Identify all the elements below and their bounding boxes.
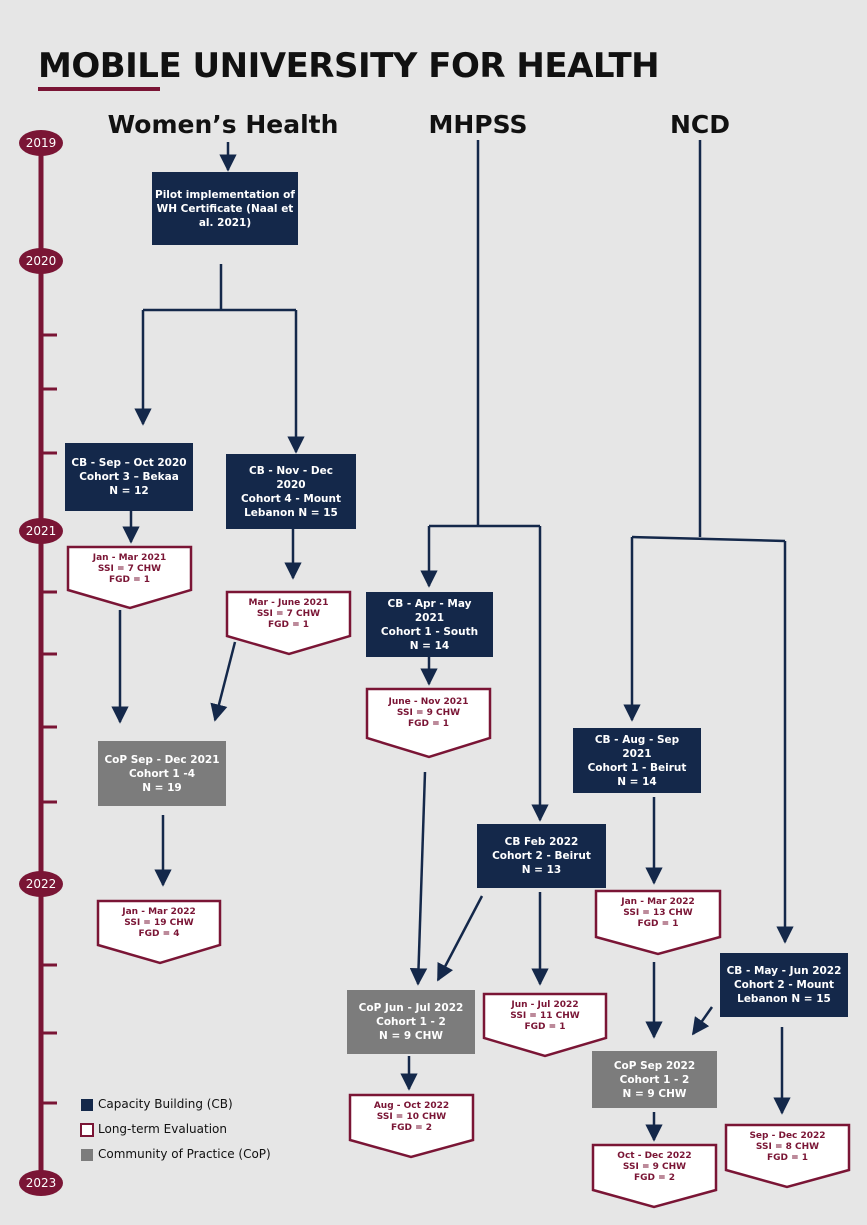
legend-label-cop: Community of Practice (CoP) — [98, 1147, 271, 1161]
year-marker-2022: 2022 — [19, 871, 63, 897]
evaluation-shape — [96, 899, 222, 965]
womens-health-connectors — [111, 142, 305, 887]
column-header-ncd: NCD — [669, 110, 731, 139]
ncd-cop-box: CoP Sep 2022 Cohort 1 - 2 N = 9 CHW — [592, 1051, 717, 1108]
arrow — [409, 771, 428, 986]
legend-swatch-lte — [80, 1123, 94, 1137]
evaluation-shape — [365, 687, 492, 759]
legend-label-lte: Long-term Evaluation — [98, 1122, 227, 1136]
evaluation-shape — [724, 1123, 851, 1189]
year-marker-2020: 2020 — [19, 248, 63, 274]
ncd-eval-cop: Oct - Dec 2022 SSI = 9 CHW FGD = 2 — [617, 1151, 692, 1183]
title-part-1: MOBILE — [38, 46, 182, 86]
column-header-mhpss: MHPSS — [428, 110, 528, 139]
column-header-womens-health: Women’s Health — [107, 110, 339, 139]
evaluation-shapes — [66, 545, 851, 1209]
legend-label-cb: Capacity Building (CB) — [98, 1097, 233, 1111]
wh-cb-cohort-4-box: CB - Nov - Dec 2020 Cohort 4 - Mount Leb… — [226, 454, 356, 529]
legend-swatch-cb — [81, 1099, 93, 1111]
wh-cop-box: CoP Sep - Dec 2021 Cohort 1 -4 N = 19 — [98, 741, 226, 806]
mhpss-cb-cohort-1-box: CB - Apr - May 2021 Cohort 1 - South N =… — [366, 592, 493, 657]
mhpss-connectors — [400, 140, 549, 1091]
arrow — [691, 1006, 714, 1036]
evaluation-shape — [591, 1143, 718, 1209]
wh-cb-cohort-3-box: CB - Sep – Oct 2020 Cohort 3 – Bekaa N =… — [65, 443, 193, 511]
wh-eval-cohort-4: Mar - June 2021 SSI = 7 CHW FGD = 1 — [248, 598, 329, 630]
wh-eval-cop: Jan - Mar 2022 SSI = 19 CHW FGD = 4 — [122, 907, 196, 939]
mhpss-cb-cohort-2-box: CB Feb 2022 Cohort 2 - Beirut N = 13 — [477, 824, 606, 888]
year-marker-2019: 2019 — [19, 130, 63, 156]
arrow — [436, 895, 484, 982]
title-underline — [38, 87, 160, 91]
mhpss-eval-cohort-1: June - Nov 2021 SSI = 9 CHW FGD = 1 — [388, 697, 469, 729]
evaluation-shape — [348, 1093, 475, 1159]
legend-swatch-cop — [81, 1149, 93, 1161]
evaluation-shape — [225, 590, 352, 656]
wh-eval-cohort-3: Jan - Mar 2021 SSI = 7 CHW FGD = 1 — [92, 553, 167, 585]
title-part-2: UNIVERSITY FOR HEALTH — [181, 46, 660, 86]
ncd-cb-cohort-1-box: CB - Aug - Sep 2021 Cohort 1 - Beirut N … — [573, 728, 701, 793]
mhpss-eval-cohort-2: Jun - Jul 2022 SSI = 11 CHW FGD = 1 — [510, 1000, 580, 1032]
mhpss-eval-cop: Aug - Oct 2022 SSI = 10 CHW FGD = 2 — [373, 1101, 450, 1133]
arrow — [210, 641, 237, 722]
ncd-connectors — [623, 140, 794, 1142]
ncd-eval-cohort-1: Jan - Mar 2022 SSI = 13 CHW FGD = 1 — [621, 897, 695, 929]
evaluation-shape — [66, 545, 193, 610]
pilot-implementation-box: Pilot implementation of WH Certificate (… — [152, 172, 298, 245]
evaluation-shape — [594, 889, 722, 956]
timeline — [38, 140, 57, 1185]
evaluation-shape — [482, 992, 608, 1058]
ncd-cb-cohort-2-box: CB - May - Jun 2022 Cohort 2 - Mount Leb… — [720, 953, 848, 1017]
connector — [631, 535, 786, 543]
year-marker-2023: 2023 — [19, 1170, 63, 1196]
page-title: MOBILE UNIVERSITY FOR HEALTH — [38, 46, 660, 86]
ncd-eval-cohort-2: Sep - Dec 2022 SSI = 8 CHW FGD = 1 — [749, 1131, 826, 1163]
year-marker-2021: 2021 — [19, 518, 63, 544]
mhpss-cop-box: CoP Jun - Jul 2022 Cohort 1 - 2 N = 9 CH… — [347, 990, 475, 1054]
